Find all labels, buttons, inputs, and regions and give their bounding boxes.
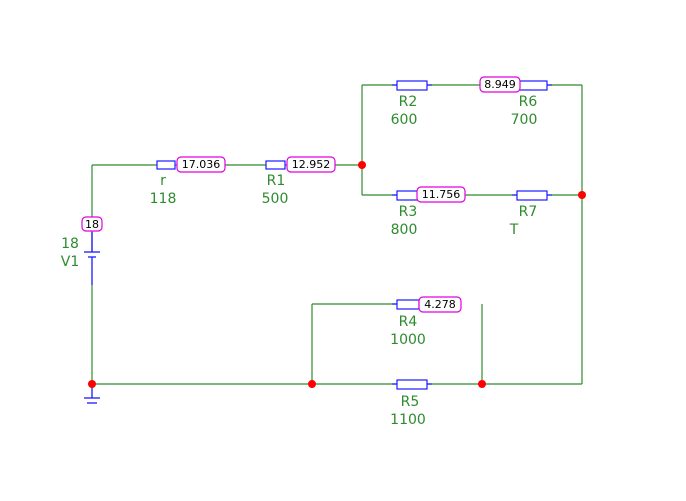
node-a — [358, 161, 366, 169]
resistor-r3[interactable] — [396, 190, 420, 201]
label-r-value: 118 — [150, 191, 177, 207]
probe-r1: 12.952 — [286, 156, 336, 173]
junctions — [88, 161, 586, 388]
resistor-r5[interactable] — [396, 379, 428, 390]
label-r3-value: 800 — [391, 222, 418, 238]
resistor-r2[interactable] — [396, 80, 428, 91]
label-r-name: r — [160, 173, 166, 189]
probe-r1-value: 12.952 — [292, 158, 331, 171]
node-r4-right — [478, 380, 486, 388]
label-r5-name: R5 — [401, 394, 420, 410]
label-v1-name: V1 — [61, 254, 79, 270]
node-b — [578, 191, 586, 199]
label-r3-name: R3 — [399, 204, 418, 220]
probe-r4: 4.278 — [418, 296, 462, 313]
label-r2-value: 600 — [391, 112, 418, 128]
wires — [91, 84, 583, 385]
probe-r4-value: 4.278 — [424, 298, 456, 311]
resistor-r1[interactable] — [265, 160, 286, 170]
probe-r6: 8.949 — [479, 76, 521, 93]
probe-r: 17.036 — [176, 156, 226, 173]
label-r4-name: R4 — [399, 314, 418, 330]
label-r6-value: 700 — [511, 112, 538, 128]
probe-v1: 18 — [81, 216, 103, 232]
label-r6-name: R6 — [519, 94, 538, 110]
node-r4-left — [308, 380, 316, 388]
node-ground-left — [88, 380, 96, 388]
label-r1-name: R1 — [267, 173, 286, 189]
battery-v1[interactable] — [84, 232, 100, 285]
label-v1-value: 18 — [61, 236, 79, 252]
label-r7-name: R7 — [519, 204, 538, 220]
probe-r3: 11.756 — [416, 186, 466, 203]
label-r7-value: T — [509, 222, 519, 238]
resistor-r6[interactable] — [516, 80, 548, 91]
resistor-r7[interactable] — [516, 190, 548, 201]
resistor-r4[interactable] — [396, 299, 420, 310]
label-r5-value: 1100 — [390, 412, 426, 428]
component-labels: 18 V1 r 118 R1 500 R2 600 R6 700 R3 800 … — [61, 94, 538, 428]
probe-r-value: 17.036 — [182, 158, 221, 171]
label-r4-value: 1000 — [390, 332, 426, 348]
probe-r3-value: 11.756 — [422, 188, 461, 201]
label-r2-name: R2 — [399, 94, 418, 110]
probe-v1-value: 18 — [85, 218, 99, 231]
label-r1-value: 500 — [262, 191, 289, 207]
resistor-r[interactable] — [156, 160, 176, 170]
probe-r6-value: 8.949 — [484, 78, 516, 91]
